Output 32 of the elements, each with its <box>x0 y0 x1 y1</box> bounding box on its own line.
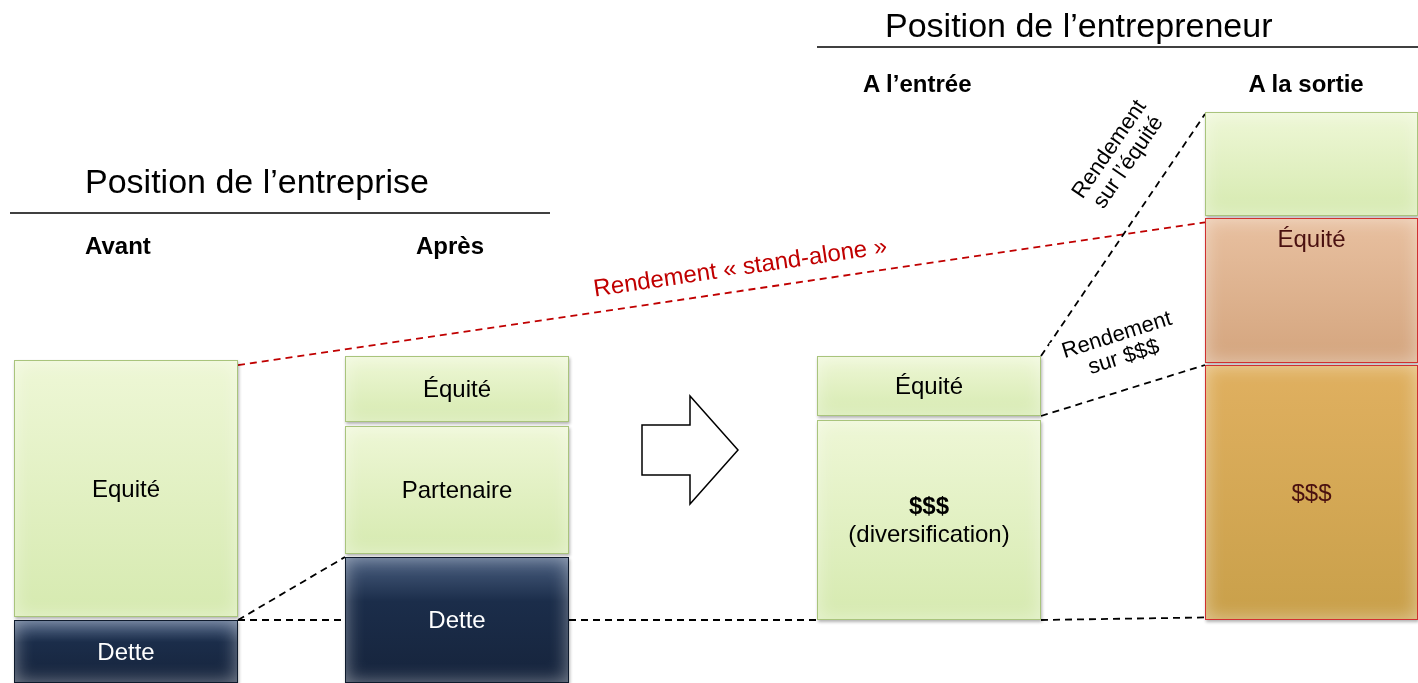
dashed-line <box>1040 113 1206 357</box>
bar-segment <box>1205 218 1418 363</box>
segment-label: $$$ <box>908 492 949 520</box>
segment-label: Partenaire <box>401 476 513 504</box>
dashed-line <box>1040 364 1206 417</box>
dashed-line <box>237 221 1206 367</box>
dashed-line <box>568 619 818 621</box>
bar-segment <box>817 356 1041 416</box>
segment-label: Équité <box>894 372 964 400</box>
segment-label: Équité <box>422 375 492 403</box>
column-heading: A l’entrée <box>863 70 972 98</box>
bar-segment <box>14 360 238 617</box>
section-heading: Position de l’entrepreneur <box>885 6 1273 45</box>
column-heading: Après <box>416 232 485 260</box>
bar-segment <box>14 620 238 683</box>
segment-label: Dette <box>97 637 155 666</box>
bar-segment <box>345 426 569 554</box>
dashed-line <box>237 556 346 621</box>
empty-box <box>1205 112 1418 216</box>
bar-segment <box>817 420 1041 620</box>
segment-label: Dette <box>428 606 486 634</box>
bar-segment <box>345 557 569 683</box>
column-heading: Avant <box>85 232 151 260</box>
column-heading: A la sortie <box>1248 70 1364 98</box>
segment-label: (diversification) <box>848 520 1010 548</box>
segment-label: Equité <box>91 474 161 503</box>
section-heading: Position de l’entreprise <box>85 162 429 201</box>
dashed-line <box>1040 616 1206 621</box>
segment-label: Équité <box>1277 225 1346 253</box>
bar-segment <box>345 356 569 422</box>
segment-label: $$$ <box>1291 478 1332 507</box>
bar-segment <box>1205 365 1418 620</box>
